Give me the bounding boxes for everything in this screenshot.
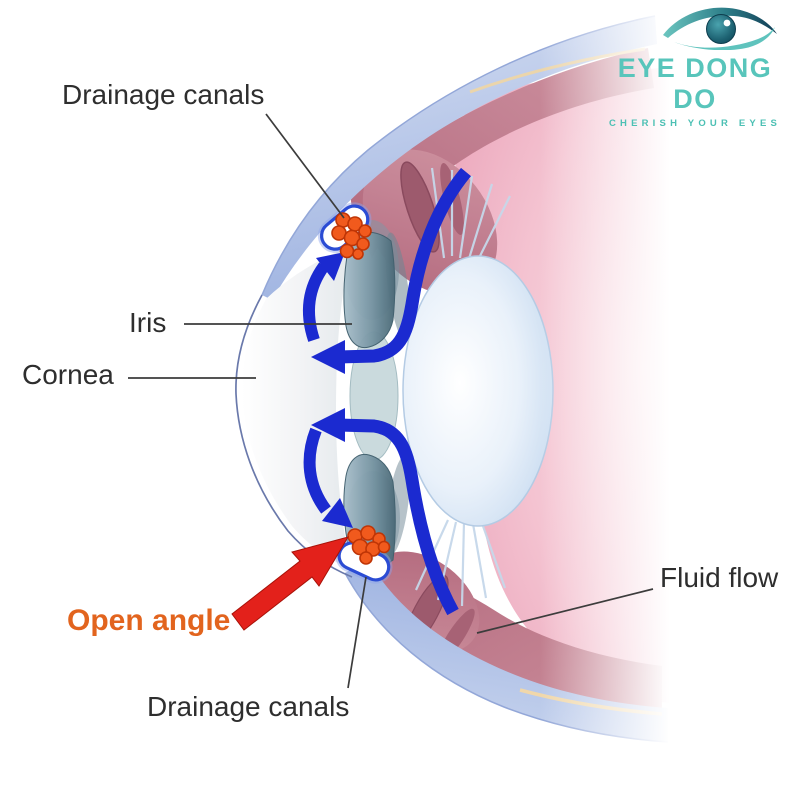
open-angle-pointer-arrow (231, 536, 350, 631)
label-iris: Iris (129, 307, 167, 338)
right-fade-overlay (540, 0, 800, 797)
label-cornea: Cornea (22, 359, 114, 390)
leader-drainage-top (265, 113, 345, 219)
brand-logo: EYE DONG DO CHERISH YOUR EYES (592, 4, 798, 129)
iris-shape (343, 231, 396, 568)
label-open-angle: Open angle (67, 604, 231, 637)
drainage-canal-top (317, 202, 372, 260)
cornea-outline (235, 294, 353, 578)
logo-title: EYE DONG DO (617, 53, 773, 114)
leader-drainage-bottom (347, 576, 367, 689)
zonule-fibers (414, 167, 511, 607)
label-fluid-flow: Fluid flow (660, 562, 779, 593)
drainage-canal-bottom (335, 525, 393, 584)
label-drainage-canals-bottom: Drainage canals (147, 691, 350, 722)
eye-logo-icon (660, 4, 782, 50)
logo-tagline: CHERISH YOUR EYES (608, 118, 782, 129)
fluid-flow-arrows (303, 167, 472, 616)
iris-root-shading (345, 220, 411, 565)
label-drainage-canals-top: Drainage canals (62, 79, 265, 110)
anterior-chamber (241, 246, 352, 569)
lens (349, 255, 554, 527)
